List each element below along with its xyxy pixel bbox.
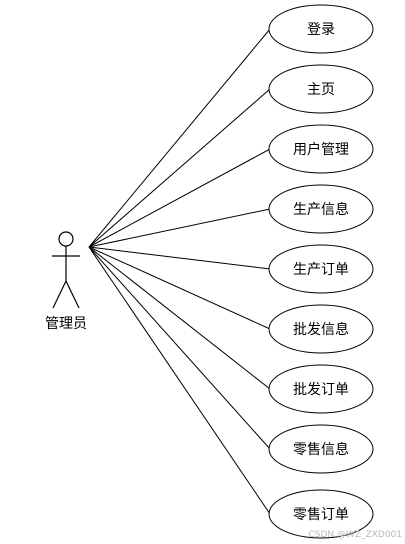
use-case-ellipse: [268, 124, 374, 174]
use-case-ellipse: [268, 244, 374, 294]
use-case-retail-order: 零售订单: [268, 489, 374, 539]
use-case-ellipse: [268, 4, 374, 54]
use-case-wholesale-info: 批发信息: [268, 304, 374, 354]
use-case-ellipse: [268, 64, 374, 114]
use-case-home: 主页: [268, 64, 374, 114]
use-case-production-order: 生产订单: [268, 244, 374, 294]
use-case-ellipse: [268, 424, 374, 474]
actor-label: 管理员: [45, 316, 87, 332]
actor-head: [58, 231, 74, 247]
association-line-home: [88, 88, 271, 248]
use-case-label: 生产信息: [293, 201, 349, 218]
use-case-label: 批发订单: [293, 382, 349, 398]
actor-admin: 管理员: [45, 231, 87, 332]
actor-leg-left: [52, 280, 67, 309]
use-case-label: 批发信息: [293, 321, 349, 338]
use-case-production-info: 生产信息: [268, 184, 374, 234]
association-lines: [88, 28, 271, 515]
use-case-login: 登录: [268, 4, 374, 54]
use-case-label: 用户管理: [293, 141, 349, 158]
association-line-user-management: [88, 148, 271, 248]
use-case-ellipse: [268, 304, 374, 354]
use-case-user-management: 用户管理: [268, 124, 374, 174]
use-case-ellipse: [268, 489, 374, 539]
association-line-wholesale-order: [88, 246, 271, 390]
actor-leg-right: [65, 280, 80, 309]
association-line-retail-info: [88, 246, 271, 450]
use-case-label: 零售订单: [293, 507, 349, 523]
use-case-label: 主页: [307, 82, 335, 98]
association-line-production-info: [88, 208, 271, 248]
association-line-retail-order: [88, 246, 271, 515]
use-case-label: 登录: [307, 22, 335, 38]
use-case-label: 零售信息: [293, 441, 349, 458]
use-case-ellipse: [268, 364, 374, 414]
use-case-ellipse: [268, 184, 374, 234]
association-line-login: [88, 28, 271, 248]
association-line-production-order: [88, 246, 271, 270]
use-case-label: 生产订单: [293, 262, 349, 278]
use-case-wholesale-order: 批发订单: [268, 364, 374, 414]
watermark: CSDN @WZ_ZXD001: [308, 530, 402, 540]
association-line-wholesale-info: [88, 246, 271, 330]
use-case-retail-info: 零售信息: [268, 424, 374, 474]
